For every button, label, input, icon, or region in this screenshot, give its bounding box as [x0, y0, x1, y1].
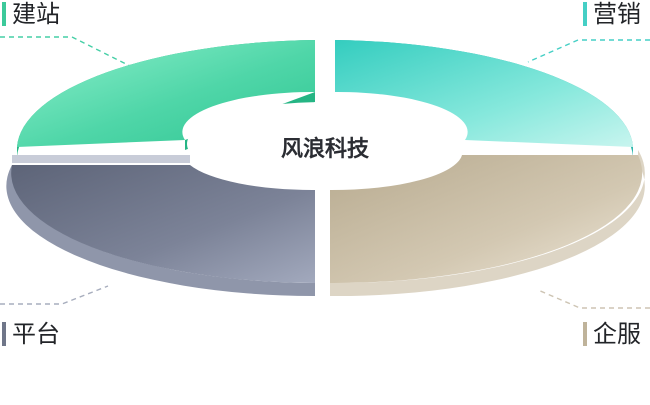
center-title: 风浪科技: [280, 137, 369, 162]
segment-qifu: [330, 150, 645, 297]
segment-yingxiao: [335, 40, 633, 157]
segment-pingtai: [6, 155, 316, 297]
label-qifu: 企服: [583, 320, 641, 348]
leader-line-qifu: [537, 289, 650, 309]
center-hole: [187, 102, 463, 186]
label-jianzhan: 建站: [2, 0, 60, 28]
leader-line-jianzhan: [0, 36, 131, 67]
label-marker: [2, 2, 6, 26]
label-marker: [583, 2, 587, 26]
label-marker: [2, 322, 6, 346]
label-text: 建站: [12, 0, 60, 28]
label-text: 营销: [593, 0, 641, 28]
label-pingtai: 平台: [2, 320, 60, 348]
label-marker: [583, 322, 587, 346]
label-text: 平台: [12, 320, 60, 348]
leader-line-yingxiao: [527, 39, 650, 63]
label-text: 企服: [593, 320, 641, 348]
label-yingxiao: 营销: [583, 0, 641, 28]
leader-line-pingtai: [0, 285, 109, 305]
